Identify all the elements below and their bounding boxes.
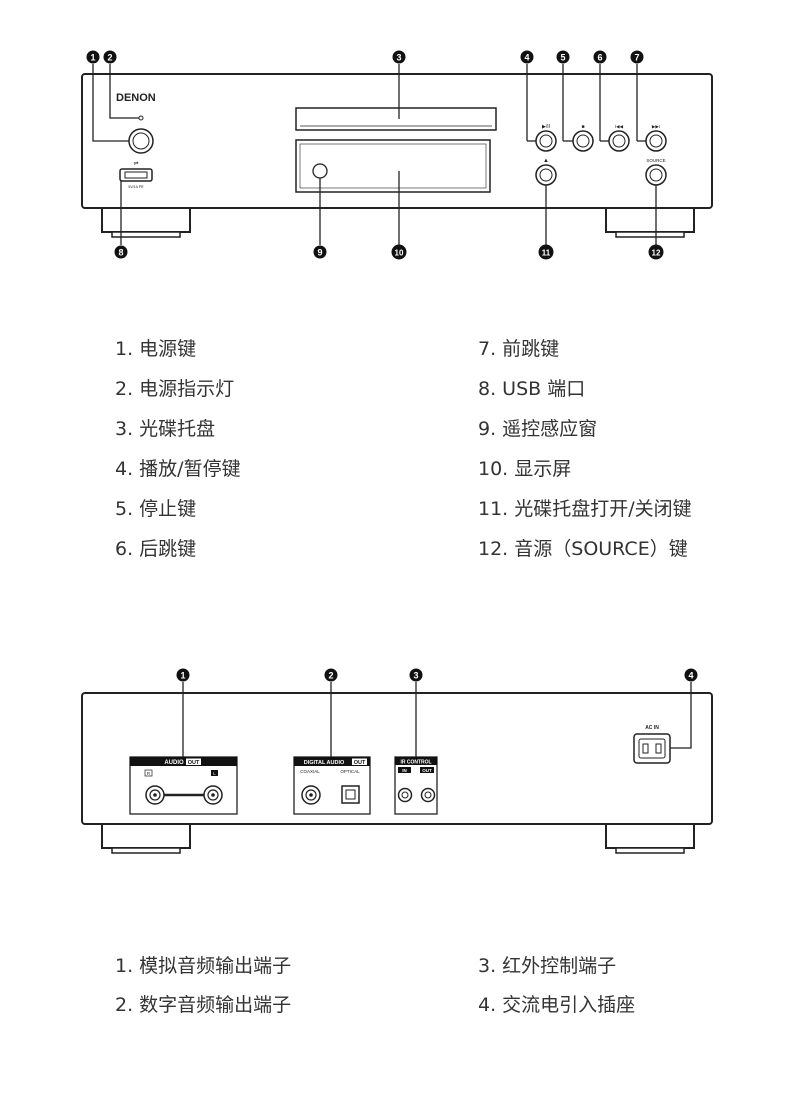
front-callout-4: 4: [520, 50, 534, 64]
channel-r-label: R: [147, 771, 151, 776]
next-button[interactable]: [645, 130, 667, 152]
analog-out-l-jack[interactable]: [203, 785, 223, 805]
digital-audio-title: DIGITAL AUDIO: [304, 760, 345, 766]
display-screen: [295, 139, 491, 193]
ir-in-label: IN: [402, 768, 407, 773]
front-legend-item-5: 5. 停止键: [115, 498, 197, 520]
usb-port[interactable]: [119, 168, 153, 182]
rear-callout-2: 2: [324, 668, 338, 682]
rear-callout-4: 4: [684, 668, 698, 682]
analog-out-r-jack[interactable]: [145, 785, 165, 805]
rear-foot-right: [605, 823, 695, 854]
optical-jack[interactable]: [341, 785, 360, 804]
front-callout-6: 6: [593, 50, 607, 64]
front-legend-item-4: 4. 播放/暂停键: [115, 458, 241, 480]
rear-legend-item-1: 1. 模拟音频输出端子: [115, 955, 292, 977]
rear-leader-lines: [182, 682, 692, 757]
coaxial-jack[interactable]: [301, 785, 321, 805]
ir-out-label: OUT: [422, 768, 432, 773]
front-legend-item-12: 12. 音源（SOURCE）键: [478, 538, 688, 560]
usb-symbol-icon: ⇌: [133, 160, 138, 167]
svg-text:10: 10: [395, 249, 404, 258]
coaxial-label: COAXIAL: [300, 769, 320, 774]
front-callout-2: 2: [103, 50, 117, 64]
ir-in-jack[interactable]: [397, 787, 413, 803]
front-callout-12: 12: [648, 244, 664, 260]
svg-text:4: 4: [524, 53, 529, 63]
source-label: SOURCE: [646, 158, 665, 163]
front-callout-10: 10: [391, 244, 407, 260]
rear-callout-1: 1: [176, 668, 190, 682]
front-legend-item-3: 3. 光碟托盘: [115, 418, 216, 440]
front-legend-item-7: 7. 前跳键: [478, 338, 560, 360]
front-callout-7: 7: [630, 50, 644, 64]
front-legend-item-9: 9. 遥控感应窗: [478, 418, 598, 440]
front-foot-right: [605, 207, 695, 238]
svg-text:8: 8: [118, 248, 123, 258]
svg-text:3: 3: [396, 53, 401, 63]
ac-in-label: AC IN: [645, 725, 659, 731]
eject-button[interactable]: [535, 164, 557, 186]
front-callout-9: 9: [313, 245, 327, 259]
svg-text:2: 2: [328, 671, 333, 681]
front-callout-1: 1: [86, 50, 100, 64]
eject-label: ▲: [543, 158, 549, 164]
front-legend-item-1: 1. 电源键: [115, 338, 197, 360]
front-panel-diagram: DENON ⇌ 5V/1A PR ▶/II ■ I◀◀ ▶▶I ▲: [81, 50, 713, 260]
prev-label: I◀◀: [615, 124, 624, 129]
front-callout-11: 11: [538, 244, 554, 260]
ac-inlet-socket[interactable]: [633, 733, 671, 764]
svg-text:6: 6: [597, 53, 602, 63]
svg-text:3: 3: [413, 671, 418, 681]
svg-text:2: 2: [107, 53, 112, 63]
front-legend-item-10: 10. 显示屏: [478, 458, 572, 480]
disc-tray[interactable]: [295, 107, 497, 131]
svg-text:11: 11: [542, 249, 551, 258]
usb-caption: 5V/1A PR: [128, 185, 144, 189]
next-label: ▶▶I: [652, 124, 660, 129]
ir-control-title: IR CONTROL: [400, 760, 431, 766]
ir-out-jack[interactable]: [420, 787, 436, 803]
svg-text:12: 12: [652, 249, 661, 258]
channel-l-label: L: [213, 771, 216, 776]
stop-label: ■: [581, 124, 584, 130]
play-pause-button[interactable]: [535, 130, 557, 152]
brand-logo: DENON: [116, 92, 156, 104]
previous-button[interactable]: [608, 130, 630, 152]
front-legend-item-11: 11. 光碟托盘打开/关闭键: [478, 498, 692, 520]
svg-text:9: 9: [317, 248, 322, 258]
rear-panel-diagram: AUDIO OUT R L DIGITAL AUDIO OUT COAXIAL …: [81, 668, 713, 854]
stop-button[interactable]: [572, 130, 594, 152]
rear-foot-left: [101, 823, 191, 854]
audio-out-title: AUDIO: [164, 760, 184, 766]
power-button[interactable]: [128, 128, 154, 154]
ir-control-block: [394, 756, 438, 815]
front-legend-item-6: 6. 后跳键: [115, 538, 197, 560]
remote-sensor-window: [312, 163, 328, 179]
front-callout-8: 8: [114, 245, 128, 259]
optical-label: OPTICAL: [340, 769, 360, 774]
svg-text:1: 1: [180, 671, 185, 681]
front-leader-lines: [92, 64, 657, 245]
front-legend-item-8: 8. USB 端口: [478, 378, 586, 400]
front-callout-3: 3: [392, 50, 406, 64]
rear-legend-item-3: 3. 红外控制端子: [478, 955, 617, 977]
front-legend-item-2: 2. 电源指示灯: [115, 378, 235, 400]
audio-out-out-tag: OUT: [188, 760, 200, 766]
front-callout-5: 5: [556, 50, 570, 64]
front-foot-left: [101, 207, 191, 238]
analog-audio-out-block: [129, 756, 238, 815]
play-pause-label: ▶/II: [542, 124, 550, 130]
svg-text:5: 5: [560, 53, 565, 63]
source-button[interactable]: [645, 164, 667, 186]
svg-text:1: 1: [90, 53, 95, 63]
rear-legend-item-2: 2. 数字音频输出端子: [115, 994, 292, 1016]
digital-audio-out-tag: OUT: [354, 760, 366, 766]
rear-callout-3: 3: [409, 668, 423, 682]
svg-text:7: 7: [634, 53, 639, 63]
rear-legend-item-4: 4. 交流电引入插座: [478, 994, 636, 1016]
svg-text:4: 4: [688, 671, 693, 681]
